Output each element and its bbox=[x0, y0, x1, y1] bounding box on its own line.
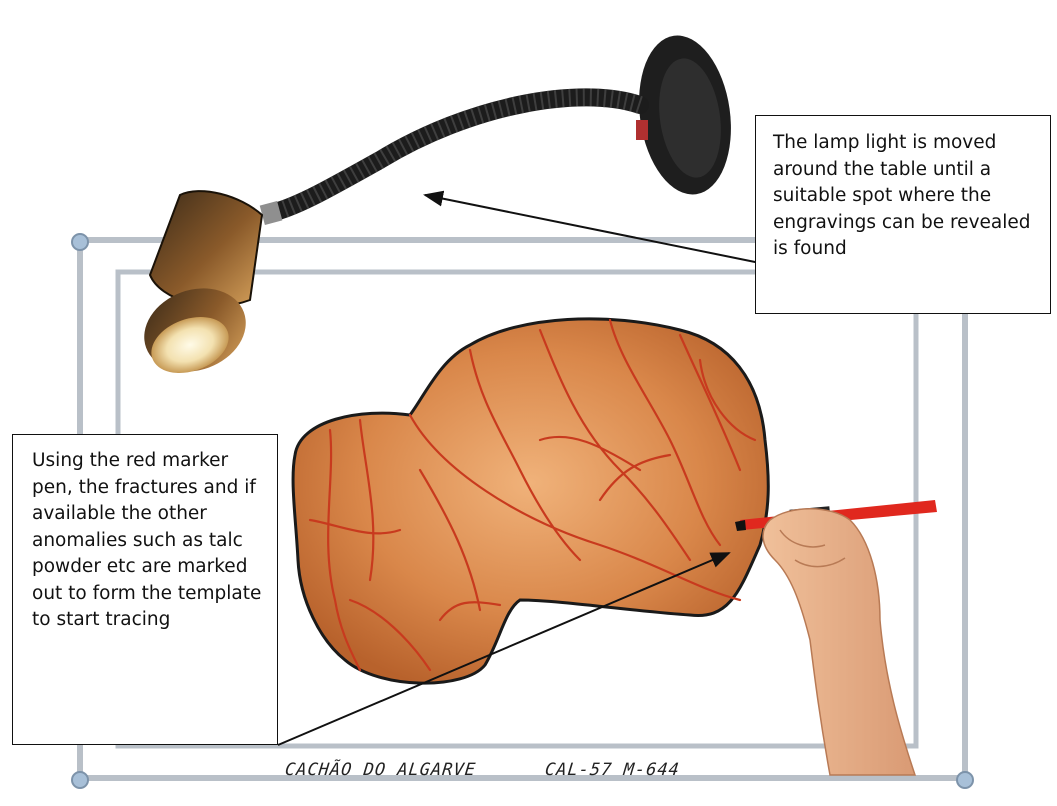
marker-callout: Using the red marker pen, the fractures … bbox=[12, 434, 278, 745]
lamp-callout: The lamp light is moved around the table… bbox=[755, 115, 1051, 314]
stone-template bbox=[293, 319, 768, 683]
hand-with-marker-icon bbox=[735, 500, 937, 775]
site-caption: CACHÃO DO ALGARVE bbox=[284, 760, 477, 780]
lamp-pointer-arrow bbox=[425, 195, 760, 263]
specimen-code-caption: CAL-57 M-644 bbox=[544, 760, 681, 780]
marker-callout-text: Using the red marker pen, the fractures … bbox=[32, 450, 261, 630]
lamp-callout-text: The lamp light is moved around the table… bbox=[773, 132, 1031, 259]
